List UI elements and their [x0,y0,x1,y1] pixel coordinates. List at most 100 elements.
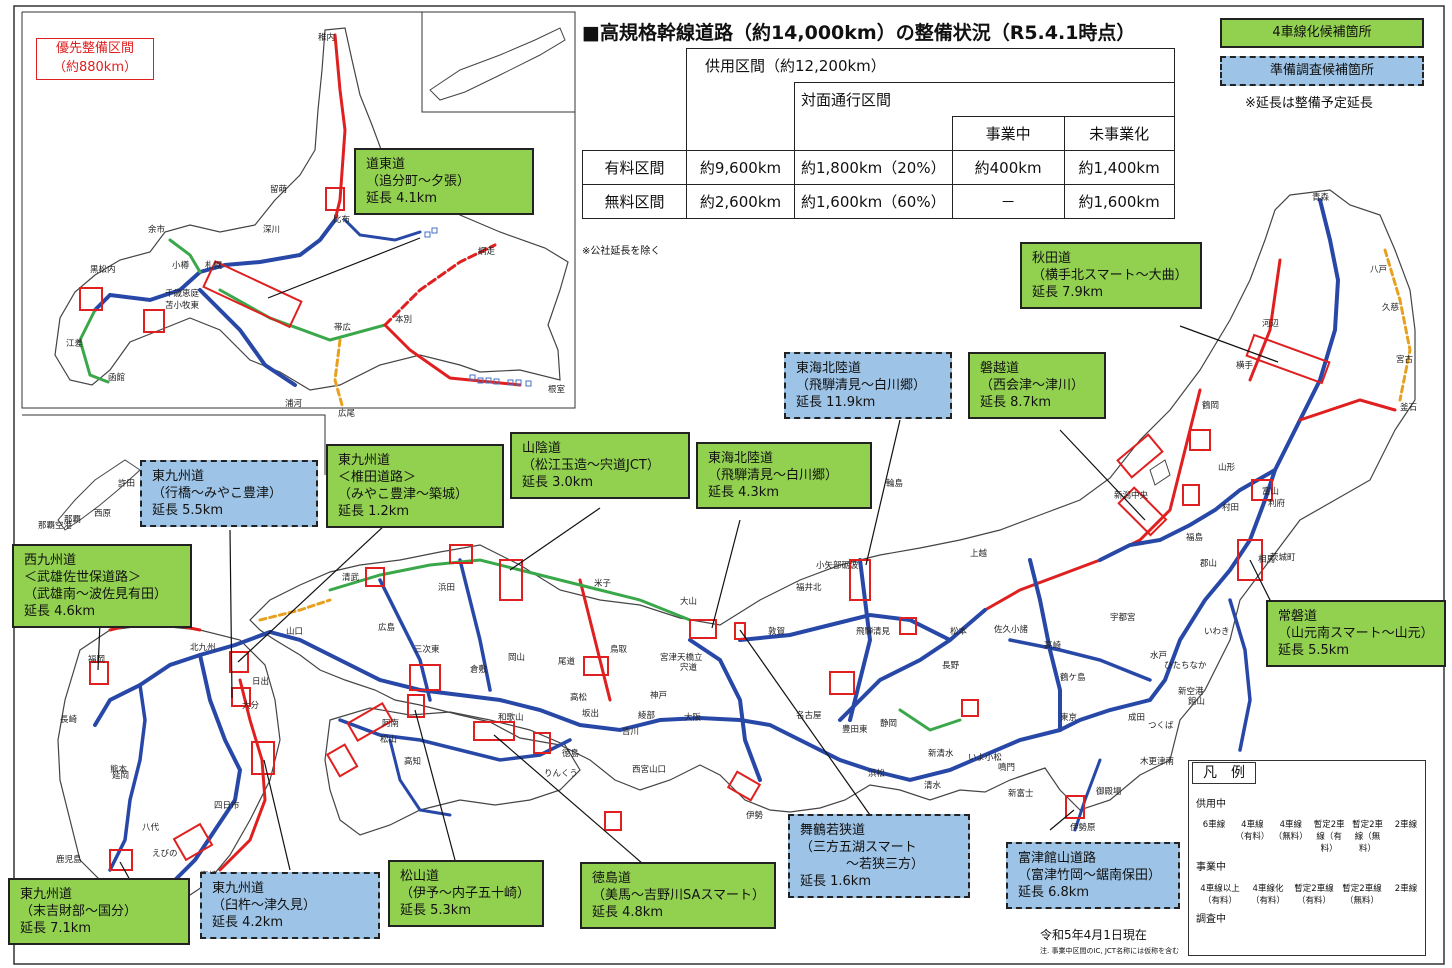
place-label: 坂出 [582,708,599,719]
place-label: 鳥取 [610,644,628,655]
place-label: 青森 [1312,192,1330,203]
shikoku-outline [324,707,581,836]
legend-under-construction: 事業中 [1196,862,1226,873]
date-note: 令和5年4月1日現在 [1040,928,1147,942]
place-label: ひたちなか [1164,661,1207,671]
place-label: 岡山 [508,652,525,663]
place-label: 大分 [242,700,260,711]
place-label: 根室 [548,384,566,395]
place-label: 松山 [380,734,397,745]
legend-in-service-items: 6車線 4車線（有料） 4車線（無料） 暫定2車線（有料） 暫定2車線（無料） … [1202,820,1418,854]
status-table: 供用区間（約12,200km） 対面通行区間 事業中 未事業化 有料区間 約9,… [582,48,1175,219]
place-label: 深川 [263,225,280,235]
place-label: 三次東 [414,644,440,655]
place-label: 釜石 [1400,402,1417,413]
place-label: 宮津天橋立 [660,652,703,663]
place-label: 稚内 [318,32,335,43]
place-label: 宍道 [680,662,698,673]
callout-banetsu: 磐越道 （西会津～津川） 延長 8.7km [968,352,1106,419]
place-label: 高知 [404,756,421,767]
callout-higashi-kyushu-yukuhashi: 東九州道 （行橋～みやこ豊津） 延長 5.5km [140,460,318,527]
callout-higashi-kyushu-sueyoshi: 東九州道 （末吉財部～国分） 延長 7.1km [8,878,190,945]
legend-title: 凡 例 [1192,762,1256,784]
place-label: 長崎 [60,714,78,725]
place-label: 久慈 [1382,302,1400,313]
place-label: 尾道 [558,656,576,667]
place-label: 新空港 [1178,686,1204,697]
place-label: 長野 [942,661,960,671]
length-note: ※延長は整備予定延長 [1245,96,1373,111]
place-label: 黒松内 [90,264,116,275]
place-label: 倉敷 [470,664,488,675]
candidate-4lane-label: 4車線化候補箇所 [1272,25,1372,40]
place-label: 茨城町 [1270,552,1296,563]
place-label: 成田 [1128,712,1145,723]
place-label: 徳島 [562,748,580,759]
place-label: 阿南 [382,718,399,729]
legend [1188,760,1426,956]
callout-tokushima: 徳島道 （美馬～吉野川SAスマート） 延長 4.8km [580,862,776,929]
place-label: 鹿児島 [56,854,82,865]
place-label: 留萌 [270,184,287,195]
place-label: 福井北 [796,582,822,593]
not-started-header: 未事業化 [1063,116,1175,151]
two-way-header: 対面通行区間 [794,82,1175,117]
place-label: 鶴岡 [1202,400,1219,411]
place-label: 那覇空港 [38,520,73,531]
place-label: 宮古 [1396,354,1414,365]
place-label: 小矢部砺波 [816,560,859,571]
place-label: 八戸 [1370,265,1387,275]
place-label: 吉川 [622,727,639,737]
place-label: 広島 [378,622,396,633]
place-label: 河辺 [1262,318,1280,329]
table-row: 無料区間 約2,600km 約1,600km（60%） － 約1,600km [582,184,1175,219]
callout-tokai-hokuriku: 東海北陸道 （飛騨清見～白川郷） 延長 4.3km [696,442,872,509]
place-label: 余市 [148,224,166,235]
callout-higashi-kyushu-shiida: 東九州道 ＜椎田道路＞ （みやこ豊津～築城） 延長 1.2km [326,444,504,528]
priority-length: （約880km） [52,60,137,75]
place-label: 米子 [594,578,612,589]
place-label: いよ小松 [968,752,1002,763]
place-label: 清水 [924,780,942,791]
place-label: 北九州 [190,643,216,653]
place-label: 新富士 [1008,788,1034,799]
place-label: 熊本 [110,764,128,775]
place-label: 富山 [1262,486,1279,497]
hokkaido-outline [54,27,569,391]
place-labels: 稚内留萌深川比布余市小樽札幌黒松内千歳恵庭苫小牧東帯広本別網走江差函館浦河広尾根… [38,32,1417,881]
in-service-header: 供用区間（約12,200km） [686,48,1175,83]
place-label: 網走 [478,246,496,257]
place-label: 名古屋 [796,710,822,721]
legend-in-service: 供用中 [1196,799,1226,810]
place-label: 和歌山 [498,712,524,723]
place-label: 山口 [286,626,303,637]
place-label: 函館 [108,372,125,383]
place-label: 松本 [950,626,968,637]
place-label: 清武 [342,572,360,583]
place-label: 鳴門 [998,762,1015,773]
place-label: 館山 [1188,696,1205,707]
place-label: 浜松 [868,768,886,779]
place-label: 浜田 [438,582,455,593]
place-label: 比布 [333,214,350,225]
kyushu-outline [57,624,281,906]
callout-nishi-kyushu: 西九州道 ＜武雄佐世保道路＞ （武雄南～波佐見有田） 延長 4.6km [12,544,192,628]
place-label: 伊勢 [746,810,764,821]
place-label: 小樽 [172,260,190,271]
callout-akita: 秋田道 （横手北スマート～大曲） 延長 7.9km [1020,242,1202,309]
place-label: 千歳恵庭 [165,288,200,299]
place-label: 許田 [118,478,135,489]
place-label: 西原 [94,509,111,519]
place-label: 東京 [1060,712,1077,723]
callout-doto: 道東道 （追分町～夕張） 延長 4.1km [354,148,534,215]
place-label: 佐久小諸 [994,624,1029,635]
legend-construction-items: 4車線以上（有料） 4車線化（有料） 暫定2車線（有料） 暫定2車線（無料） 2… [1200,884,1418,906]
place-label: 宇都宮 [1110,612,1136,623]
place-label: いわき [1204,627,1230,637]
page-title: ■高規格幹線道路（約14,000km）の整備状況（R5.4.1時点） [582,22,1136,44]
place-label: 八代 [142,822,160,833]
honshu-outline [249,189,1416,813]
place-label: 水戸 [1150,650,1167,661]
table-row: 有料区間 約9,600km 約1,800km（20%） 約400km 約1,40… [582,150,1175,185]
